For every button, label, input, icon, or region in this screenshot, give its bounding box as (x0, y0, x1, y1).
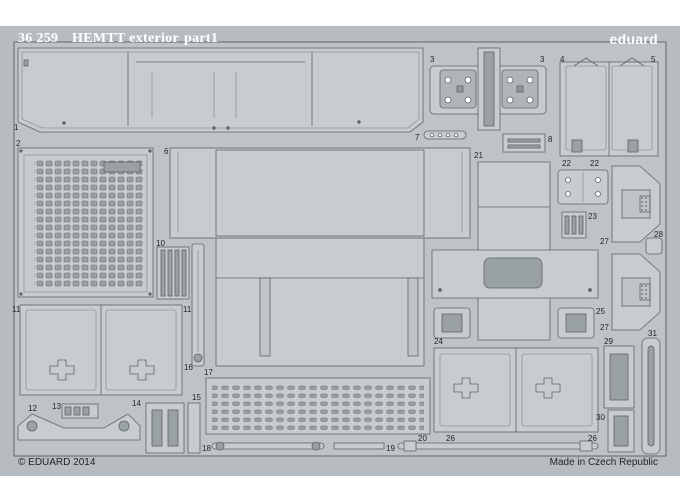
part-4-5-boxes (559, 57, 659, 157)
part-28-small-part (645, 237, 663, 255)
part-number-5: 5 (651, 55, 656, 64)
brand-logo: eduard (609, 31, 658, 47)
sheet-title: HEMTT exterior (72, 31, 179, 46)
part-number-11-right: 11 (183, 305, 192, 314)
part-number-13: 13 (52, 402, 61, 411)
part-number-3-right: 3 (540, 55, 545, 64)
part-13-clips (61, 403, 99, 419)
part-29-frame (603, 345, 635, 409)
part-6-center-panel (169, 147, 471, 367)
part-24-bracket (433, 307, 471, 339)
part-14-bracket (145, 402, 185, 454)
part-number-16: 16 (184, 363, 193, 372)
part-number-23: 23 (588, 212, 597, 221)
part-number-18: 18 (202, 444, 211, 453)
part-21-box-net (431, 161, 599, 341)
part-31-rail (641, 337, 661, 455)
part-18-rod (211, 441, 325, 451)
part-number-22-right: 22 (590, 159, 599, 168)
part-number-15: 15 (192, 393, 201, 402)
part-17-slotted-panel (205, 377, 431, 435)
part-11-door-panels (19, 304, 183, 396)
part-16-rod (191, 243, 205, 367)
part-number-20: 20 (418, 434, 427, 443)
sheet-part: part1 (184, 31, 219, 46)
part-3-bracket-assembly (429, 47, 547, 131)
part-23-clips (561, 211, 587, 239)
part-number-8: 8 (548, 135, 553, 144)
part-26-door-panels (433, 347, 599, 433)
part-number-labels: 1 2 3 3 4 5 6 7 8 10 11 11 12 13 14 15 1… (12, 55, 663, 453)
part-number-24: 24 (434, 337, 443, 346)
part-27-step-bracket-upper (611, 165, 661, 243)
part-19-strip (333, 442, 385, 450)
made-in-text: Made in Czech Republic (549, 457, 658, 468)
part-number-26-left: 26 (446, 434, 455, 443)
part-12-shaped-bracket (17, 413, 141, 441)
part-25-bracket (557, 307, 595, 339)
part-number-3-left: 3 (430, 55, 435, 64)
part-2-grille-panel (17, 147, 154, 298)
part-number-17: 17 (204, 368, 213, 377)
part-number-7: 7 (415, 133, 420, 142)
part-27-step-bracket-lower (611, 253, 661, 331)
sheet-code: 36 259 (18, 31, 59, 46)
part-1-side-panel (17, 47, 424, 133)
part-10-bars (156, 246, 190, 300)
part-7-chain (423, 130, 467, 140)
part-number-22-left: 22 (562, 159, 571, 168)
part-number-10: 10 (156, 239, 165, 248)
copyright-text: © EDUARD 2014 (18, 457, 96, 468)
part-number-27-lower: 27 (600, 323, 609, 332)
part-15-strip (187, 402, 201, 454)
part-number-27-upper: 27 (600, 237, 609, 246)
part-number-31: 31 (648, 329, 657, 338)
part-number-12: 12 (28, 404, 37, 413)
part-number-4: 4 (560, 55, 565, 64)
part-number-26-right: 26 (588, 434, 597, 443)
part-number-30: 30 (596, 413, 605, 422)
part-number-29: 29 (604, 337, 613, 346)
part-number-25: 25 (596, 307, 605, 316)
part-8-strip (502, 133, 546, 153)
part-number-14: 14 (132, 399, 141, 408)
part-number-1: 1 (14, 123, 19, 132)
part-22-plate (557, 169, 609, 205)
part-number-21: 21 (474, 151, 483, 160)
part-number-2: 2 (16, 139, 21, 148)
part-number-19: 19 (386, 444, 395, 453)
part-number-6: 6 (164, 147, 169, 156)
part-30-frame (607, 409, 635, 453)
part-number-11-left: 11 (12, 305, 21, 314)
part-20-26-strip (397, 440, 599, 452)
part-number-28: 28 (654, 230, 663, 239)
